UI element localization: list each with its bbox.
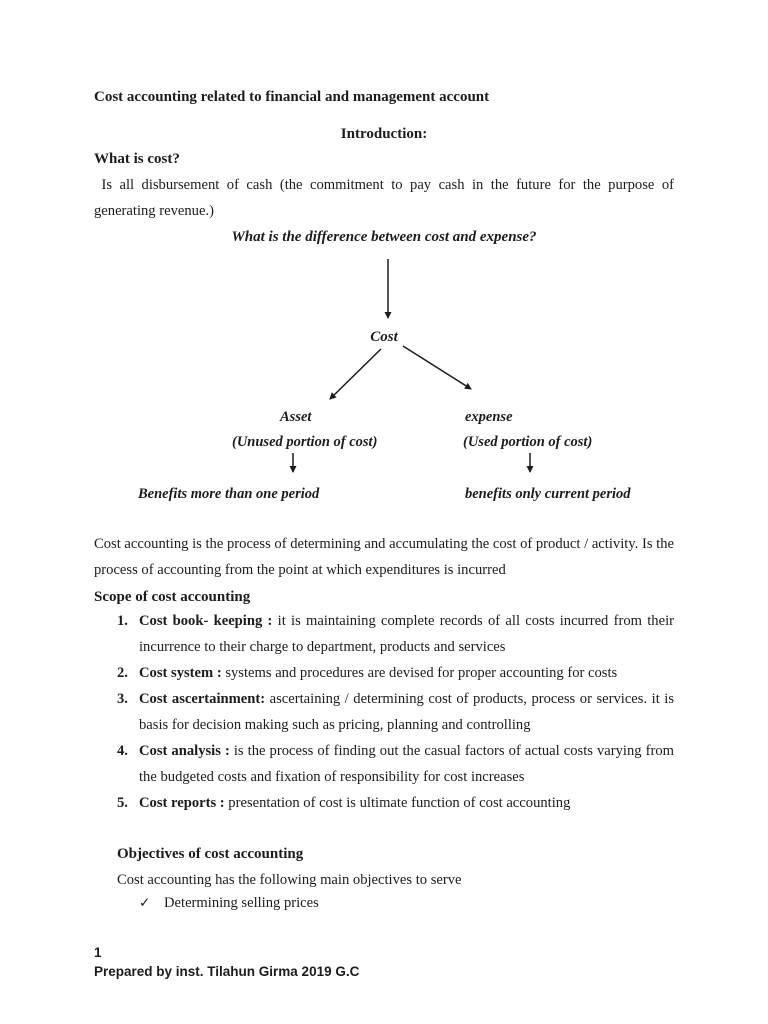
item-number: 5. [117,795,128,811]
what-is-cost-heading: What is cost? [94,151,180,167]
benefits-right-label: benefits only current period [465,486,631,502]
flow-diagram-arrows [289,259,534,473]
item-number: 2. [117,665,128,681]
document-title: Cost accounting related to financial and… [94,89,490,105]
item-number: 1. [117,613,128,629]
item-desc: systems and procedures are devised for p… [221,665,618,681]
item-term: Cost book- keeping : [139,613,273,629]
item-desc: is the process of finding out the casual… [139,743,674,785]
diagram-question: What is the difference between cost and … [231,229,537,245]
cost-to-expense-arrow [402,345,472,390]
item-number: 3. [117,691,128,707]
asset-node-label: Asset [280,409,312,425]
benefits-left-label: Benefits more than one period [138,486,320,502]
cost-node-label: Cost [370,329,398,345]
item-term: Cost reports : [139,795,225,811]
item-term: Cost ascertainment: [139,691,266,707]
expense-node-label: expense [465,409,513,425]
footer-credit: Prepared by inst. Tilahun Girma 2019 G.C [94,964,360,979]
scope-list: 1. Cost book- keeping : it is maintainin… [94,608,674,816]
body-paragraph: Cost accounting is the process of determ… [94,536,674,578]
scope-item-2: 2. Cost system : systems and procedures … [94,660,674,686]
intro-heading: Introduction: [340,126,428,142]
checkmark-icon: ✓ [139,895,151,911]
scope-heading: Scope of cost accounting [94,589,251,605]
unused-portion-label: (Unused portion of cost) [232,434,378,450]
objective-check-item: ✓ Determining selling prices [94,890,674,916]
scope-item-1: 1. Cost book- keeping : it is maintainin… [94,608,674,660]
item-number: 4. [117,743,128,759]
item-desc: presentation of cost is ultimate functio… [224,795,571,811]
used-portion-label: (Used portion of cost) [463,434,593,450]
objective-item-label: Determining selling prices [164,895,319,911]
item-term: Cost analysis : [139,743,230,759]
item-desc: it is maintaining complete records of al… [139,613,674,655]
page-number: 1 [94,945,102,960]
objectives-intro: Cost accounting has the following main o… [117,872,462,888]
item-desc: ascertaining / determining cost of produ… [139,691,675,733]
cost-to-asset-arrow [329,348,382,400]
scope-item-4: 4. Cost analysis : is the process of fin… [94,738,674,790]
cost-definition-paragraph: Is all disbursement of cash (the commitm… [94,177,674,219]
scope-item-5: 5. Cost reports : presentation of cost i… [94,790,674,816]
objectives-heading: Objectives of cost accounting [117,846,304,862]
item-term: Cost system : [139,665,222,681]
scope-item-3: 3. Cost ascertainment: ascertaining / de… [94,686,674,738]
